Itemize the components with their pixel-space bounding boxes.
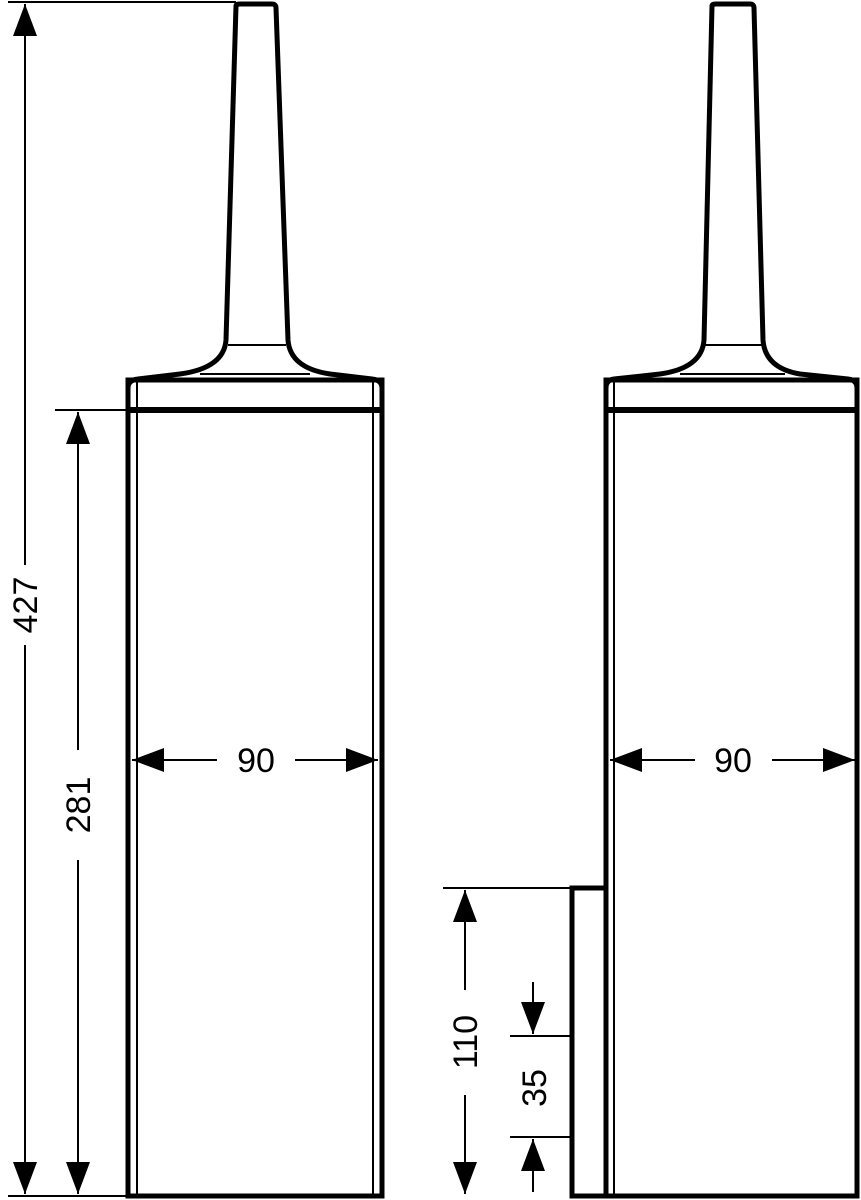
dim-label-90-side: 90 [714, 742, 752, 780]
front-view [125, 1, 385, 1199]
dim-label-90-front: 90 [237, 742, 275, 780]
dim-label-427: 427 [7, 577, 45, 634]
brush-handle [125, 1, 385, 413]
dimension-lines [8, 1, 855, 1197]
wall-bracket [569, 885, 604, 1199]
side-view [569, 1, 860, 1199]
brush-handle-side [603, 1, 860, 413]
dim-label-35: 35 [516, 1069, 554, 1107]
container-body-side [603, 377, 860, 1199]
dim-label-281: 281 [60, 777, 98, 834]
container-body [125, 377, 385, 1199]
dim-label-110: 110 [447, 1015, 485, 1069]
